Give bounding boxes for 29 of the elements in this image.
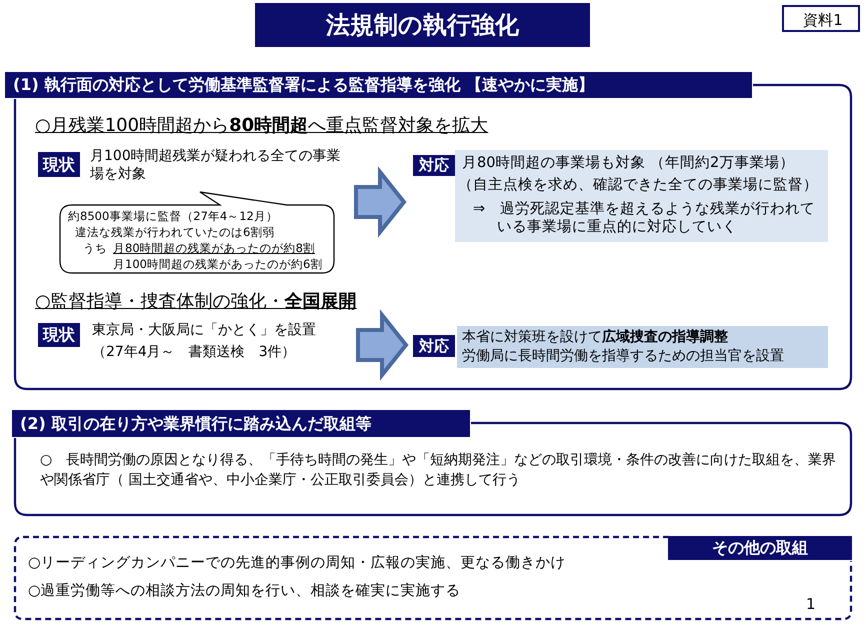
- label-box: [782, 5, 860, 32]
- body-text: ○リーディングカンパニーでの先進的事例の周知・広報の実施、更なる働きかけ: [28, 554, 566, 572]
- page-number: 1: [806, 595, 816, 614]
- section-heading: その他の取組: [668, 536, 852, 560]
- document-label: 資料1: [802, 10, 844, 31]
- block-arrow: [354, 166, 407, 238]
- body-text: ○過重労働等への相談方法の周知を行い、相談を確実に実施する: [28, 582, 461, 600]
- body-text: 月80時間超の事業場も対象 （年間約2万事業場）: [462, 154, 794, 172]
- block-arrow: [356, 309, 409, 381]
- body-text: ⇒ 過労死認定基準を超えるような残業が行われている事業場に重点的に対応していく: [473, 200, 816, 236]
- body-text: （27年4月～ 書類送検 3件）: [92, 344, 297, 362]
- status-badge: 現状: [38, 152, 80, 177]
- status-badge: 現状: [38, 323, 80, 347]
- body-text: 東京局・大阪局に「かとく」を設置: [92, 322, 317, 340]
- body-text: うち: [83, 241, 107, 256]
- body-text: （自主点検を求め、確認できた全ての事業場に監督）: [458, 176, 818, 194]
- body-text: 月100時間超残業が疑われる全ての事業場を対象: [90, 148, 342, 183]
- body-text: 違法な残業が行われていたのは6割弱: [75, 225, 274, 240]
- body-text: 月80時間超の残業があったのが約8割: [113, 241, 315, 256]
- section-heading: (2) 取引の在り方や業界慣行に踏み込んだ取組等: [12, 410, 470, 437]
- status-badge: 対応: [413, 335, 455, 357]
- title-banner: 法規制の執行強化: [255, 3, 590, 47]
- body-text: 月100時間超の残業があったのが約6割: [113, 257, 322, 272]
- status-badge: 対応: [413, 155, 455, 176]
- body-text: 労働局に長時間労働を指導するための担当官を設置: [462, 348, 784, 366]
- section-heading: (1) 執行面の対応として労働基準監督署による監督指導を強化 【速やかに実施】: [5, 72, 752, 98]
- body-text: 本省に対策班を設けて広域捜査の指導調整: [462, 329, 728, 346]
- body-text: 約8500事業場に監督（27年4～12月）: [68, 209, 278, 224]
- body-text: ○ 長時間労働の原因となり得る、「手待ち時間の発生」や「短納期発注」などの取引環境・条件の改善に向けた取組を、業界や関係省庁（ 国土交通省や、中小企業庁・公正取引委員会）と連携して行う: [40, 451, 838, 490]
